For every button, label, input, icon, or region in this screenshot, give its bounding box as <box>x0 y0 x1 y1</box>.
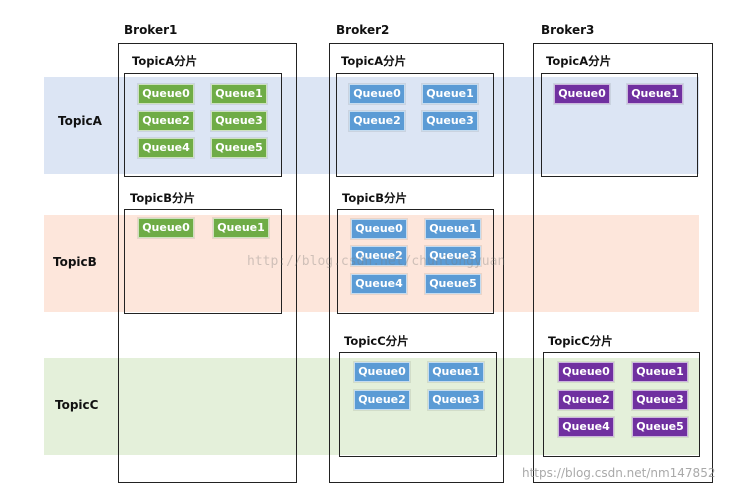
queue-block: Queue4 <box>351 274 407 294</box>
queue-block: Queue4 <box>558 417 614 437</box>
queue-block: Queue1 <box>213 218 269 238</box>
broker3-topicc-shard-title: TopicC分片 <box>548 334 613 348</box>
queue-block: Queue0 <box>138 218 194 238</box>
queue-block: Queue3 <box>211 111 267 131</box>
queue-block: Queue0 <box>554 84 610 104</box>
broker1-box <box>118 43 297 483</box>
queue-block: Queue2 <box>354 390 410 410</box>
broker1-topicb-shard-title: TopicB分片 <box>130 191 195 205</box>
topic-b-label: TopicB <box>53 255 97 269</box>
queue-block: Queue5 <box>632 417 688 437</box>
broker3-box <box>533 43 713 483</box>
broker3-topica-shard-box <box>541 73 698 177</box>
broker2-topicb-shard-title: TopicB分片 <box>342 191 407 205</box>
queue-block: Queue0 <box>354 362 410 382</box>
queue-block: Queue0 <box>138 84 194 104</box>
queue-block: Queue1 <box>211 84 267 104</box>
broker1-title: Broker1 <box>124 23 178 37</box>
queue-block: Queue0 <box>351 219 407 239</box>
broker2-topicb-shard-box <box>337 209 494 314</box>
queue-block: Queue0 <box>558 362 614 382</box>
queue-block: Queue5 <box>211 138 267 158</box>
footer-watermark: https://blog.csdn.net/nm147852 <box>522 466 716 480</box>
queue-block: Queue3 <box>425 246 481 266</box>
queue-block: Queue1 <box>627 84 683 104</box>
queue-block: Queue3 <box>632 390 688 410</box>
queue-block: Queue3 <box>428 390 484 410</box>
broker1-topicb-shard-box <box>124 209 282 314</box>
queue-block: Queue1 <box>632 362 688 382</box>
watermark-text: http://blog.csdn.net/chunlongyuan <box>247 254 506 269</box>
queue-block: Queue1 <box>425 219 481 239</box>
queue-block: Queue4 <box>138 138 194 158</box>
broker2-topicc-shard-box <box>339 352 497 457</box>
broker2-topica-shard-box <box>336 73 494 177</box>
broker1-topica-shard-title: TopicA分片 <box>132 54 198 68</box>
queue-block: Queue3 <box>422 111 478 131</box>
queue-block: Queue2 <box>138 111 194 131</box>
broker2-box <box>329 43 504 483</box>
broker2-topica-shard-title: TopicA分片 <box>341 54 407 68</box>
broker3-title: Broker3 <box>541 23 595 37</box>
queue-block: Queue2 <box>351 246 407 266</box>
queue-block: Queue0 <box>349 84 405 104</box>
queue-block: Queue1 <box>428 362 484 382</box>
queue-block: Queue2 <box>349 111 405 131</box>
topic-c-label: TopicC <box>55 398 99 412</box>
queue-block: Queue1 <box>422 84 478 104</box>
queue-block: Queue5 <box>425 274 481 294</box>
queue-block: Queue2 <box>558 390 614 410</box>
broker1-topica-shard-box <box>124 73 282 177</box>
broker2-title: Broker2 <box>336 23 390 37</box>
broker3-topicc-shard-box <box>543 352 700 457</box>
topic-a-label: TopicA <box>58 114 102 128</box>
broker2-topicc-shard-title: TopicC分片 <box>344 334 409 348</box>
broker3-topica-shard-title: TopicA分片 <box>546 54 612 68</box>
